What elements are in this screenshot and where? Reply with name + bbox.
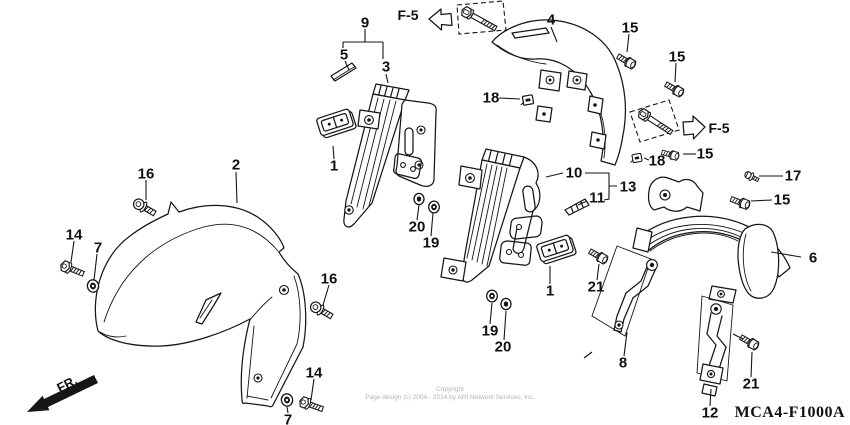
callout-7-b[interactable]: 7 xyxy=(284,412,292,425)
callout-17[interactable]: 17 xyxy=(785,168,802,185)
callout-19-left[interactable]: 19 xyxy=(423,235,440,252)
ref-bolt-right xyxy=(635,106,675,138)
callout-8[interactable]: 8 xyxy=(619,355,627,372)
callout-16-b[interactable]: 16 xyxy=(321,271,338,288)
callout-3[interactable]: 3 xyxy=(382,59,390,76)
callout-14-a[interactable]: 14 xyxy=(66,227,83,244)
callout-1-right[interactable]: 1 xyxy=(546,283,554,300)
callout-10[interactable]: 10 xyxy=(566,165,583,182)
callout-4[interactable]: 4 xyxy=(547,12,556,29)
callouts: 9 5 3 4 15 15 18 15 18 17 15 2 16 14 7 1… xyxy=(66,12,818,425)
fastener-bolt-15-d[interactable] xyxy=(728,193,752,211)
part-rubber-strip-left[interactable] xyxy=(331,63,356,81)
arrow-right-icon xyxy=(682,115,706,140)
callout-18-b[interactable]: 18 xyxy=(649,153,666,170)
part-fender-stay-left[interactable] xyxy=(344,84,436,227)
callout-2[interactable]: 2 xyxy=(232,157,240,174)
ref-block-right xyxy=(629,99,706,143)
fastener-washer-20-left[interactable] xyxy=(413,192,425,206)
callout-15-c[interactable]: 15 xyxy=(697,146,714,163)
part-front-fender[interactable] xyxy=(95,202,305,407)
fastener-nut-7-b[interactable] xyxy=(279,392,295,408)
fastener-bolt-14-a[interactable] xyxy=(58,258,87,280)
callout-18-a[interactable]: 18 xyxy=(483,90,500,107)
fastener-bolt-21-b[interactable] xyxy=(737,332,761,352)
callout-6[interactable]: 6 xyxy=(809,250,817,267)
arrow-left-icon xyxy=(428,8,453,31)
ref-label-f5-right: F-5 xyxy=(709,120,730,136)
callout-16-a[interactable]: 16 xyxy=(138,166,155,183)
part-rear-fender-section[interactable] xyxy=(633,177,790,303)
fastener-bolt-16-b[interactable] xyxy=(307,299,336,322)
fastener-nut-19-right[interactable] xyxy=(486,289,498,303)
ref-block-left xyxy=(428,0,507,35)
fastener-screw-17[interactable] xyxy=(742,169,761,185)
part-bracket-left[interactable] xyxy=(592,246,657,336)
callout-12[interactable]: 12 xyxy=(702,405,719,422)
diagram-code: MCA4-F1000A xyxy=(735,404,845,421)
callout-21-a[interactable]: 21 xyxy=(588,279,605,296)
fastener-bolt-15-a[interactable] xyxy=(614,51,638,71)
callout-7-a[interactable]: 7 xyxy=(94,240,102,257)
part-bracket-right[interactable] xyxy=(697,296,733,396)
callout-19-right[interactable]: 19 xyxy=(482,323,499,340)
ref-label-f5-left: F-5 xyxy=(398,7,419,23)
callout-14-b[interactable]: 14 xyxy=(306,365,323,382)
callout-20-left[interactable]: 20 xyxy=(409,219,426,236)
part-front-fender-cover[interactable] xyxy=(492,20,625,165)
fastener-clip-18-b[interactable] xyxy=(628,152,643,164)
part-fender-stay-right[interactable] xyxy=(441,149,542,282)
fastener-bolt-16-a[interactable] xyxy=(130,196,159,219)
callout-11[interactable]: 11 xyxy=(589,190,605,207)
part-reflector-right[interactable] xyxy=(536,234,577,265)
fastener-clip-18-a[interactable] xyxy=(518,94,535,107)
copyright-line2: Page design (c) 2004 - 2014 by ARI Netwo… xyxy=(365,394,535,401)
ref-bolt-left xyxy=(458,4,499,34)
callout-9[interactable]: 9 xyxy=(361,15,369,32)
callout-15-b[interactable]: 15 xyxy=(669,49,686,66)
fastener-washer-20-right[interactable] xyxy=(500,297,512,311)
copyright-line1: Copyright xyxy=(436,386,464,393)
fr-arrow-icon xyxy=(27,375,98,412)
callout-1-left[interactable]: 1 xyxy=(330,158,338,175)
callout-15-a[interactable]: 15 xyxy=(622,20,639,37)
part-reflector-left[interactable] xyxy=(316,108,357,139)
fastener-nut-19-left[interactable] xyxy=(428,200,440,214)
callout-20-right[interactable]: 20 xyxy=(495,339,512,356)
fastener-bolt-15-b[interactable] xyxy=(662,79,686,99)
callout-15-d[interactable]: 15 xyxy=(774,192,791,209)
callout-21-b[interactable]: 21 xyxy=(743,376,760,393)
leader-lines xyxy=(70,26,802,414)
callout-5[interactable]: 5 xyxy=(340,47,348,64)
fr-direction: FR. xyxy=(27,373,98,412)
fastener-bolt-21-a[interactable] xyxy=(586,246,610,266)
callout-13[interactable]: 13 xyxy=(620,179,637,196)
